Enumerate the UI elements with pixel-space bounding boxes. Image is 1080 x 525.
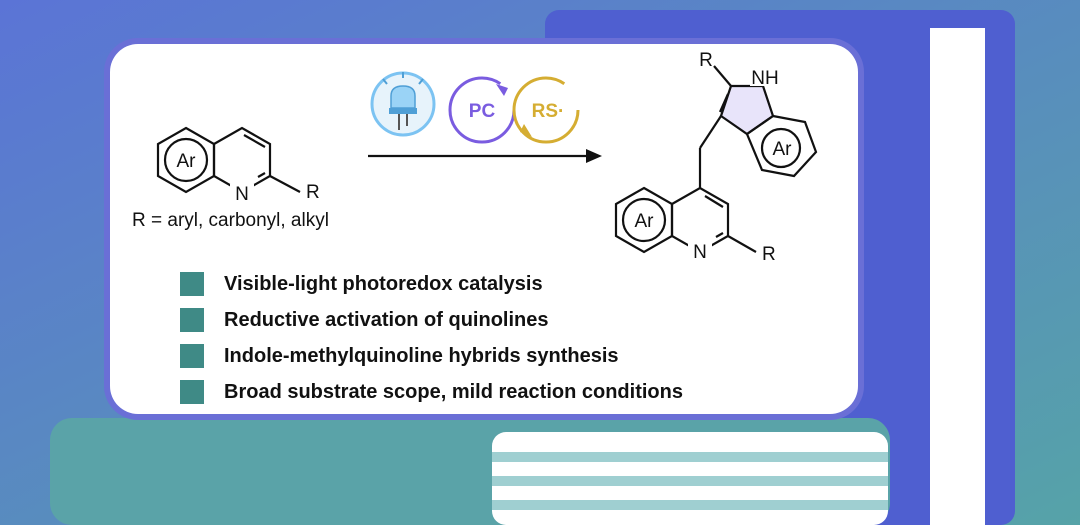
double-bond [243, 134, 266, 148]
graphical-abstract-card: N Ar R PC RS· [110, 44, 858, 414]
aromatic-circle [760, 127, 802, 169]
bullet-square-icon [180, 272, 204, 296]
aromatic-circle [163, 137, 209, 183]
reactant-nitrogen-label: N [235, 184, 249, 205]
highlight-item: Broad substrate scope, mild reaction con… [180, 374, 683, 410]
bullet-square-icon [180, 344, 204, 368]
highlight-item: Indole-methylquinoline hybrids synthesis [180, 338, 683, 374]
highlight-text: Reductive activation of quinolines [224, 308, 549, 331]
product-indole [698, 65, 818, 178]
substituent-bond [269, 175, 301, 193]
indole-highlight [721, 86, 773, 134]
n-label-bg [688, 242, 712, 260]
highlights-list: Visible-light photoredox catalysis Reduc… [180, 266, 683, 410]
highlight-text: Indole-methylquinoline hybrids synthesis [224, 344, 619, 367]
page-stripe [492, 500, 888, 510]
indole-benzo-ring [745, 114, 818, 178]
highlight-item: Visible-light photoredox catalysis [180, 266, 683, 302]
pyridine-ring [212, 126, 272, 194]
double-bond [257, 172, 266, 178]
highlight-text: Broad substrate scope, mild reaction con… [224, 380, 683, 403]
product-nitrogen-label: N [693, 242, 707, 263]
indole-r-bond [713, 65, 732, 87]
nh-label-bg [750, 68, 780, 86]
methylene-bond [699, 115, 722, 149]
r-group-definition: R = aryl, carbonyl, alkyl [132, 210, 329, 231]
indole-ar-label: Ar [773, 139, 793, 160]
reactant-ar-label: Ar [177, 151, 197, 172]
indole-nh-label: NH [751, 68, 778, 89]
double-bond [718, 93, 730, 113]
aromatic-circle [621, 197, 667, 243]
double-bond [715, 232, 724, 238]
page-stripe [492, 452, 888, 462]
double-bond [704, 195, 724, 208]
pc-label: PC [469, 101, 496, 122]
product-ar-label: Ar [635, 211, 655, 232]
bullet-square-icon [180, 308, 204, 332]
highlight-text: Visible-light photoredox catalysis [224, 272, 543, 295]
bullet-square-icon [180, 380, 204, 404]
page-stripe [492, 476, 888, 486]
reaction-scheme: N Ar R PC RS· [156, 50, 818, 265]
rs-cycle [512, 76, 580, 144]
blue-book-pages [930, 28, 985, 525]
substituent-bond [727, 235, 757, 253]
reactant-quinoline [156, 126, 301, 194]
rs-label: RS· [532, 101, 565, 122]
n-label-bg [230, 184, 254, 202]
reaction-arrow-head [586, 149, 602, 163]
product-quinoline [614, 172, 757, 254]
led-light-icon [370, 71, 436, 137]
highlight-item: Reductive activation of quinolines [180, 302, 683, 338]
indole-r-label: R [699, 50, 713, 71]
reactant-r-label: R [306, 182, 320, 203]
product-r-label: R [762, 244, 776, 265]
